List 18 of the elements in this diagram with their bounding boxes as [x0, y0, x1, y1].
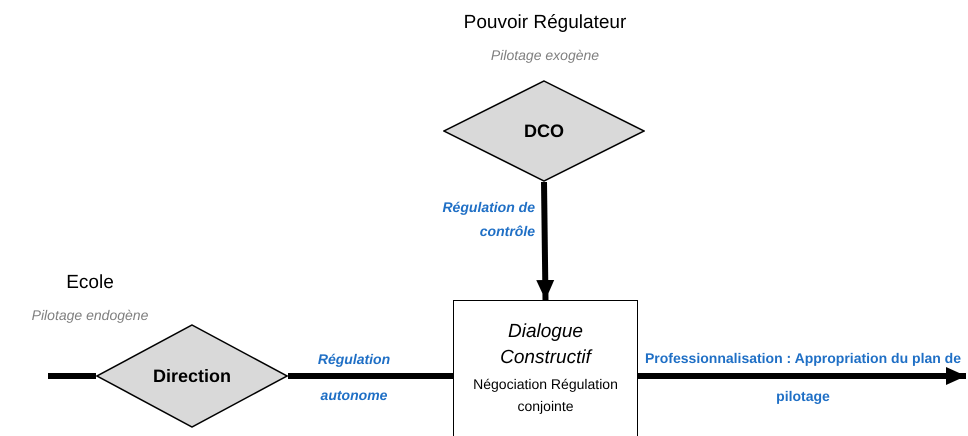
edge-label: Professionnalisation : Appropriation du plan de pilotage [644, 349, 962, 406]
arrow [638, 367, 966, 385]
edge-label: Régulation autonome [316, 350, 392, 405]
decision-diamond [443, 80, 645, 182]
decision-diamond [96, 324, 288, 428]
arrow [536, 182, 554, 300]
connector-line [288, 373, 453, 379]
group-heading: Ecole [66, 271, 114, 295]
node-label: Direction [152, 364, 231, 388]
process-box [453, 300, 638, 436]
box-title: Dialogue Constructif [499, 320, 594, 370]
connector-line [48, 373, 96, 379]
group-heading: Pouvoir Régulateur [464, 11, 626, 35]
box-body: Négociation Régulation conjointe [472, 375, 619, 416]
group-subtitle: Pilotage endogène [32, 306, 148, 325]
node-label: DCO [524, 120, 564, 142]
group-subtitle: Pilotage exogène [490, 46, 600, 65]
edge-label: Régulation de contrôle [441, 198, 535, 241]
